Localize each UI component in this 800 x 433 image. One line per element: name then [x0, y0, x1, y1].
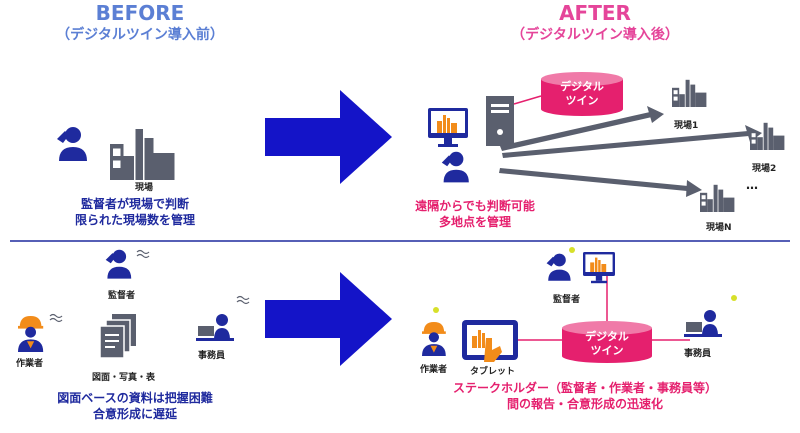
bottom-twin-line1: デジタル [585, 330, 629, 343]
before-heading: BEFORE （デジタルツイン導入前） [20, 2, 260, 46]
before-bottom-supervisor-icon [105, 249, 132, 279]
after-office-label: 事務員 [684, 349, 712, 359]
site2-label: 現場2 [752, 164, 777, 174]
after-supervisor-icon [441, 151, 469, 183]
site1-icon [672, 79, 707, 107]
after-top-caption: 遠隔からでも判断可能 多地点を管理 [390, 198, 560, 230]
top-twin-cylinder [541, 72, 623, 116]
wave-icon [136, 249, 150, 259]
after-bottom-supervisor-icon [546, 253, 571, 281]
before-factory-icon [110, 129, 175, 180]
after-subtitle: （デジタルツイン導入後） [511, 27, 679, 43]
after-bottom-caption: ステークホルダー（監督者・作業者・事務員等） 間の報告・合意形成の迅速化 [420, 380, 750, 412]
before-supervisor-label: 監督者 [108, 291, 136, 301]
before-worker-label: 作業者 [16, 359, 44, 369]
after-office-icon [684, 310, 722, 337]
documents-label: 図面・写真・表 [92, 373, 156, 383]
before-title: BEFORE [95, 1, 185, 25]
arrow-top [265, 90, 392, 184]
site1-label: 現場1 [674, 121, 699, 131]
top-twin-label: デジタル ツイン [541, 80, 623, 108]
after-bottom-caption-line2: 間の報告・合意形成の迅速化 [506, 397, 663, 411]
siteN-icon [700, 184, 735, 212]
sites-ellipsis: … [746, 178, 758, 192]
top-twin-line2: ツイン [565, 94, 599, 107]
before-bottom-caption: 図面ベースの資料は把握困難 合意形成に遅延 [20, 390, 250, 422]
top-twin-line1: デジタル [560, 80, 604, 93]
before-top-caption: 監督者が現場で判断 限られた現場数を管理 [20, 196, 250, 228]
bottom-twin-label: デジタル ツイン [562, 330, 652, 358]
after-bottom-caption-line1: ステークホルダー（監督者・作業者・事務員等） [452, 381, 717, 395]
before-worker-icon [18, 316, 44, 352]
before-top-caption-line2: 限られた現場数を管理 [74, 213, 195, 227]
tablet-label: タブレット [470, 367, 516, 377]
before-top-caption-line1: 監督者が現場で判断 [80, 197, 189, 211]
idea-icon [433, 247, 737, 313]
before-supervisor-icon [57, 127, 87, 161]
after-top-caption-line2: 多地点を管理 [438, 215, 511, 229]
after-title: AFTER [559, 1, 631, 25]
tablet-icon [462, 320, 518, 362]
after-heading: AFTER （デジタルツイン導入後） [470, 2, 720, 46]
siteN-label: 現場N [706, 223, 732, 233]
after-monitor-icon [428, 108, 468, 147]
bottom-twin-line2: ツイン [590, 344, 624, 357]
before-bottom-caption-line2: 合意形成に遅延 [92, 407, 177, 421]
before-bottom-caption-line1: 図面ベースの資料は把握困難 [57, 391, 213, 405]
after-worker-icon [422, 322, 446, 356]
before-site-label: 現場 [135, 183, 154, 193]
after-worker-label: 作業者 [420, 365, 448, 375]
before-subtitle: （デジタルツイン導入前） [56, 27, 224, 43]
before-office-icon [196, 314, 234, 341]
server-icon [486, 96, 514, 146]
after-bottom-monitor-icon [583, 252, 615, 284]
before-office-label: 事務員 [198, 351, 226, 361]
documents-icon [99, 314, 136, 359]
after-top-caption-line1: 遠隔からでも判断可能 [415, 199, 535, 213]
arrow-bottom [265, 272, 392, 366]
after-bottom-twin-cylinder [562, 321, 652, 363]
site2-icon [750, 122, 785, 150]
after-supervisor-label: 監督者 [553, 295, 581, 305]
